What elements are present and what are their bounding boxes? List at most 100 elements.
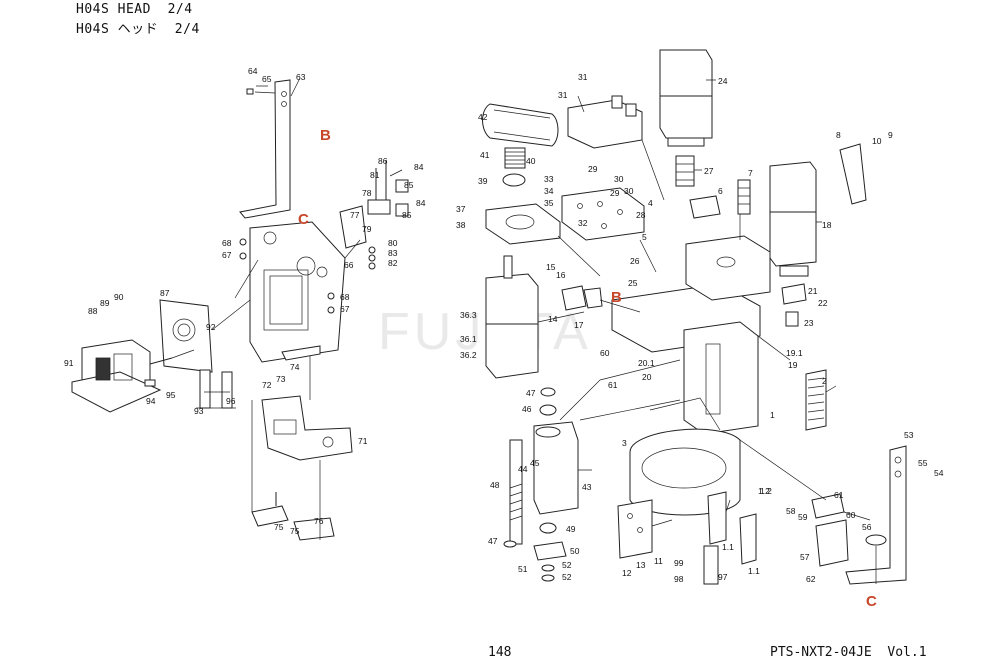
reference-letter-b: B bbox=[611, 289, 622, 306]
part-number-label: 30 bbox=[614, 174, 624, 184]
part-number-label: 93 bbox=[194, 406, 204, 416]
part-number-label: 84 bbox=[414, 162, 424, 172]
page-subtitle: H04S ヘッド 2/4 bbox=[76, 22, 200, 37]
part-number-label: 36.2 bbox=[460, 350, 477, 360]
part-number-label: 68 bbox=[222, 238, 232, 248]
part-number-label: 35 bbox=[544, 198, 554, 208]
part-number-label: 51 bbox=[518, 564, 528, 574]
part-number-label: 65 bbox=[262, 74, 272, 84]
part-number-label: 28 bbox=[636, 210, 646, 220]
part-number-label: 47 bbox=[488, 536, 498, 546]
part-number-label: 78 bbox=[362, 188, 372, 198]
part-number-label: 60 bbox=[600, 348, 610, 358]
part-number-label: 1.1 bbox=[722, 542, 734, 552]
part-number-label: 75 bbox=[274, 522, 284, 532]
part-number-label: 84 bbox=[416, 198, 426, 208]
part-number-label: 36.3 bbox=[460, 310, 477, 320]
part-number-label: 17 bbox=[574, 320, 584, 330]
part-number-label: 43 bbox=[582, 482, 592, 492]
part-number-label: 37 bbox=[456, 204, 466, 214]
part-number-label: 61 bbox=[608, 380, 618, 390]
part-number-label: 32 bbox=[578, 218, 588, 228]
part-number-label: 53 bbox=[904, 430, 914, 440]
part-number-label: 85 bbox=[404, 180, 414, 190]
part-number-label: 39 bbox=[478, 176, 488, 186]
part-number-label: 30 bbox=[624, 186, 634, 196]
part-number-label: 8 bbox=[836, 130, 841, 140]
part-number-label: 23 bbox=[804, 318, 814, 328]
part-number-label: 36.1 bbox=[460, 334, 477, 344]
part-number-label: 90 bbox=[114, 292, 124, 302]
part-number-label: 52 bbox=[562, 560, 572, 570]
part-number-label: 9 bbox=[888, 130, 893, 140]
part-number-label: 19 bbox=[788, 360, 798, 370]
part-number-label: 97 bbox=[718, 572, 728, 582]
part-number-label: 26 bbox=[630, 256, 640, 266]
part-number-label: 79 bbox=[362, 224, 372, 234]
part-number-label: 57 bbox=[800, 552, 810, 562]
part-number-label: 71 bbox=[358, 436, 368, 446]
part-number-label: 16 bbox=[556, 270, 566, 280]
part-number-label: 81 bbox=[370, 170, 380, 180]
part-number-label: 11 bbox=[654, 556, 663, 566]
line-art bbox=[71, 49, 907, 585]
part-number-label: 5 bbox=[642, 232, 647, 242]
part-number-label: 4 bbox=[648, 198, 653, 208]
part-number-label: 18 bbox=[822, 220, 832, 230]
part-number-label: 72 bbox=[262, 380, 272, 390]
part-number-label: 6 bbox=[718, 186, 723, 196]
part-number-label: 29 bbox=[610, 188, 620, 198]
part-number-label: 56 bbox=[862, 522, 872, 532]
part-number-label: 50 bbox=[570, 546, 580, 556]
part-number-label: 2 bbox=[822, 376, 827, 386]
part-number-label: 75 bbox=[290, 526, 300, 536]
reference-letter-c: C bbox=[298, 211, 309, 228]
part-number-label: 86 bbox=[378, 156, 388, 166]
part-number-label: 96 bbox=[226, 396, 236, 406]
part-number-label: 3 bbox=[622, 438, 627, 448]
part-number-label: 95 bbox=[166, 390, 176, 400]
part-number-label: 21 bbox=[808, 286, 818, 296]
part-number-label: 68 bbox=[340, 292, 350, 302]
part-number-label: 1.2 bbox=[758, 486, 770, 496]
part-number-label: 60 bbox=[846, 510, 856, 520]
part-number-label: 55 bbox=[918, 458, 928, 468]
watermark: FUJI TA bbox=[378, 303, 592, 361]
part-number-label: 13 bbox=[636, 560, 646, 570]
part-number-label: 85 bbox=[402, 210, 412, 220]
part-number-label: 33 bbox=[544, 174, 554, 184]
part-number-label: 80 bbox=[388, 238, 398, 248]
part-number-label: 98 bbox=[674, 574, 684, 584]
part-number-label: 1 bbox=[770, 410, 775, 420]
part-number-label: 82 bbox=[388, 258, 398, 268]
part-number-label: 1.2 bbox=[760, 486, 772, 496]
part-number-label: 67 bbox=[222, 250, 232, 260]
part-number-label: 45 bbox=[530, 458, 540, 468]
part-number-label: 94 bbox=[146, 396, 156, 406]
part-number-label: 19.1 bbox=[786, 348, 803, 358]
part-number-label: 63 bbox=[296, 72, 306, 82]
part-number-label: 48 bbox=[490, 480, 500, 490]
part-number-label: 20 bbox=[642, 372, 652, 382]
part-number-label: 29 bbox=[588, 164, 598, 174]
part-number-label: 1.1 bbox=[748, 566, 760, 576]
part-number-label: 88 bbox=[88, 306, 98, 316]
part-number-label: 54 bbox=[934, 468, 944, 478]
part-number-label: 83 bbox=[388, 248, 398, 258]
part-number-label: 38 bbox=[456, 220, 466, 230]
part-number-label: 87 bbox=[160, 288, 170, 298]
part-number-label: 99 bbox=[674, 558, 684, 568]
part-number-label: 74 bbox=[290, 362, 300, 372]
page-number: 148 bbox=[488, 645, 512, 660]
part-number-label: 7 bbox=[748, 168, 753, 178]
part-number-label: 46 bbox=[522, 404, 532, 414]
part-number-label: 41 bbox=[480, 150, 490, 160]
part-number-label: 52 bbox=[562, 572, 572, 582]
part-number-label: 77 bbox=[350, 210, 360, 220]
part-number-label: 25 bbox=[628, 278, 638, 288]
part-number-label: 89 bbox=[100, 298, 110, 308]
part-number-label: 66 bbox=[344, 260, 354, 270]
part-number-label: 24 bbox=[718, 76, 728, 86]
part-number-label: 91 bbox=[64, 358, 74, 368]
